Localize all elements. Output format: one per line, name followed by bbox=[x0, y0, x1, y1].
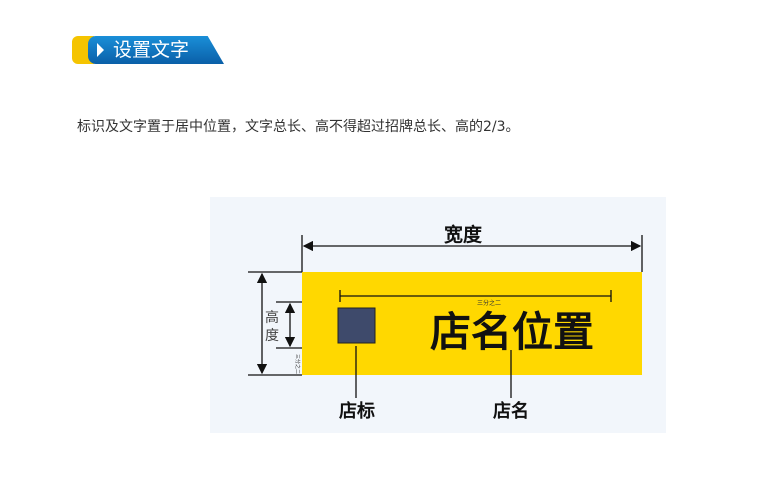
section-title: 设置文字 bbox=[113, 39, 190, 61]
height-label-1: 高 bbox=[265, 309, 279, 326]
two-thirds-label-v: 三分之二 bbox=[294, 354, 301, 374]
sign-text: 店名位置 bbox=[430, 308, 594, 356]
width-label: 宽度 bbox=[444, 223, 483, 246]
header-banner bbox=[88, 36, 224, 64]
description-text: 标识及文字置于居中位置，文字总长、高不得超过招牌总长、高的2/3。 bbox=[77, 119, 520, 135]
chevron-right-icon bbox=[97, 43, 104, 57]
name-label: 店名 bbox=[493, 400, 529, 422]
logo-label: 店标 bbox=[339, 400, 375, 422]
two-thirds-label-h: 三分之二 bbox=[477, 299, 501, 307]
signboard-diagram: 宽度 高 度 三分之二 三分之二 店名位置 店标 店名 bbox=[210, 197, 666, 433]
logo-square bbox=[337, 307, 376, 344]
height-label-2: 度 bbox=[265, 328, 279, 344]
